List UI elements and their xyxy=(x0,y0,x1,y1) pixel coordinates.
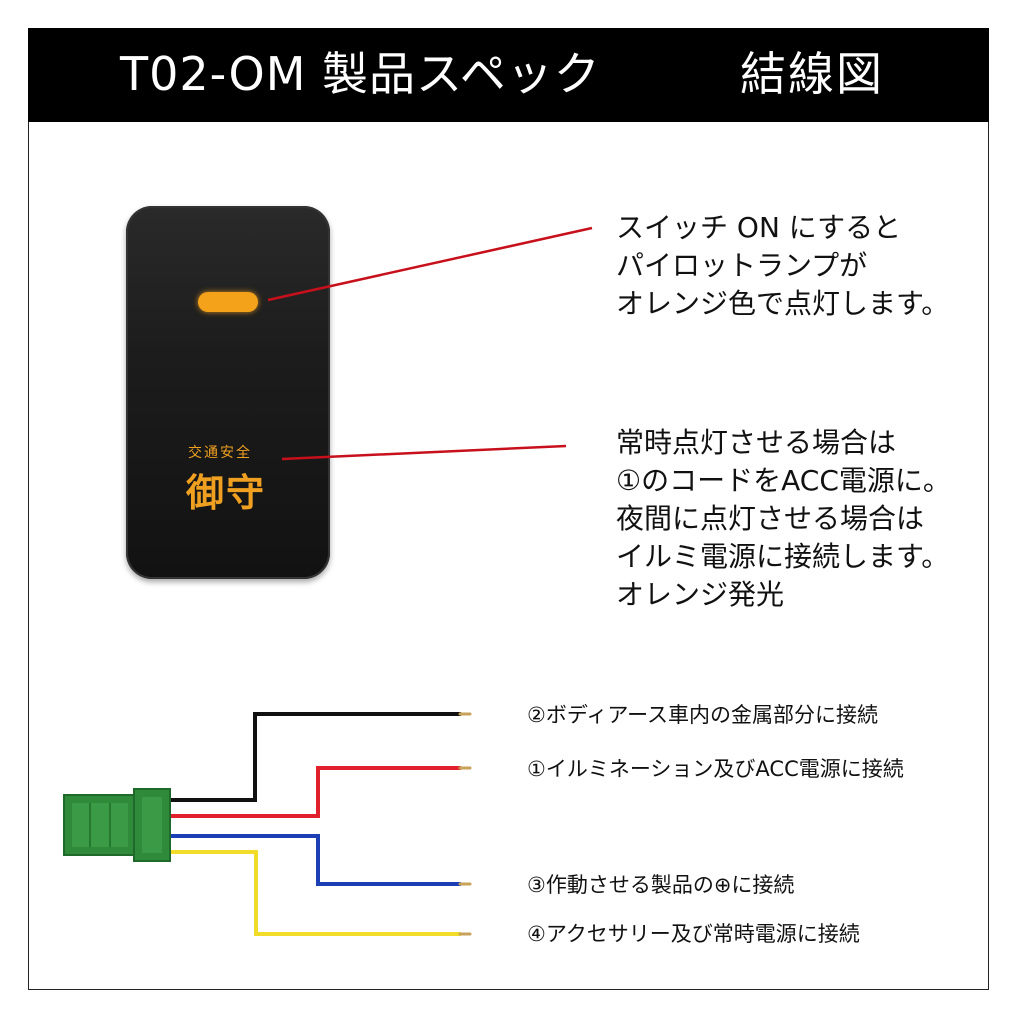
pilot-lamp xyxy=(198,292,258,312)
description-line: スイッチ ON にすると xyxy=(616,211,902,244)
wire-label-product: ③作動させる製品の⊕に接続 xyxy=(527,873,795,897)
description-line: オレンジ発光 xyxy=(616,578,785,611)
wire-red xyxy=(168,766,472,818)
description-line: 夜間に点灯させる場合は xyxy=(616,502,925,535)
leader-line-emblem xyxy=(281,444,567,461)
wire-label-illumination: ①イルミネーション及びACC電源に接続 xyxy=(527,757,904,781)
description-pilot-lamp: スイッチ ON にすると パイロットランプが オレンジ色で点灯します。 xyxy=(616,209,949,323)
wire-label-accessory: ④アクセサリー及び常時電源に接続 xyxy=(527,922,860,946)
wire-black xyxy=(168,712,472,802)
description-lighting-mode: 常時点灯させる場合は ①のコードをACC電源に。 夜間に点灯させる場合は イルミ… xyxy=(616,424,951,614)
wire-blue xyxy=(168,834,472,886)
connector-plug xyxy=(63,788,171,862)
page-subtitle: 結線図 xyxy=(740,47,884,101)
description-line: 常時点灯させる場合は xyxy=(616,426,897,459)
switch-emblem-small: 交通安全 xyxy=(188,445,252,461)
description-line: ①のコードをACC電源に。 xyxy=(616,464,951,497)
wire-yellow xyxy=(168,850,472,936)
leader-line-lamp xyxy=(267,226,593,302)
page-title: T02-OM 製品スペック xyxy=(120,47,601,101)
wire-label-ground: ②ボディアース車内の金属部分に接続 xyxy=(527,703,879,727)
description-line: イルミ電源に接続します。 xyxy=(616,540,950,573)
switch-emblem-large: 御守 xyxy=(186,470,267,515)
header-bar xyxy=(28,28,989,122)
description-line: パイロットランプが xyxy=(616,249,868,282)
description-line: オレンジ色で点灯します。 xyxy=(616,287,950,320)
rocker-switch: 交通安全 御守 xyxy=(126,206,330,579)
